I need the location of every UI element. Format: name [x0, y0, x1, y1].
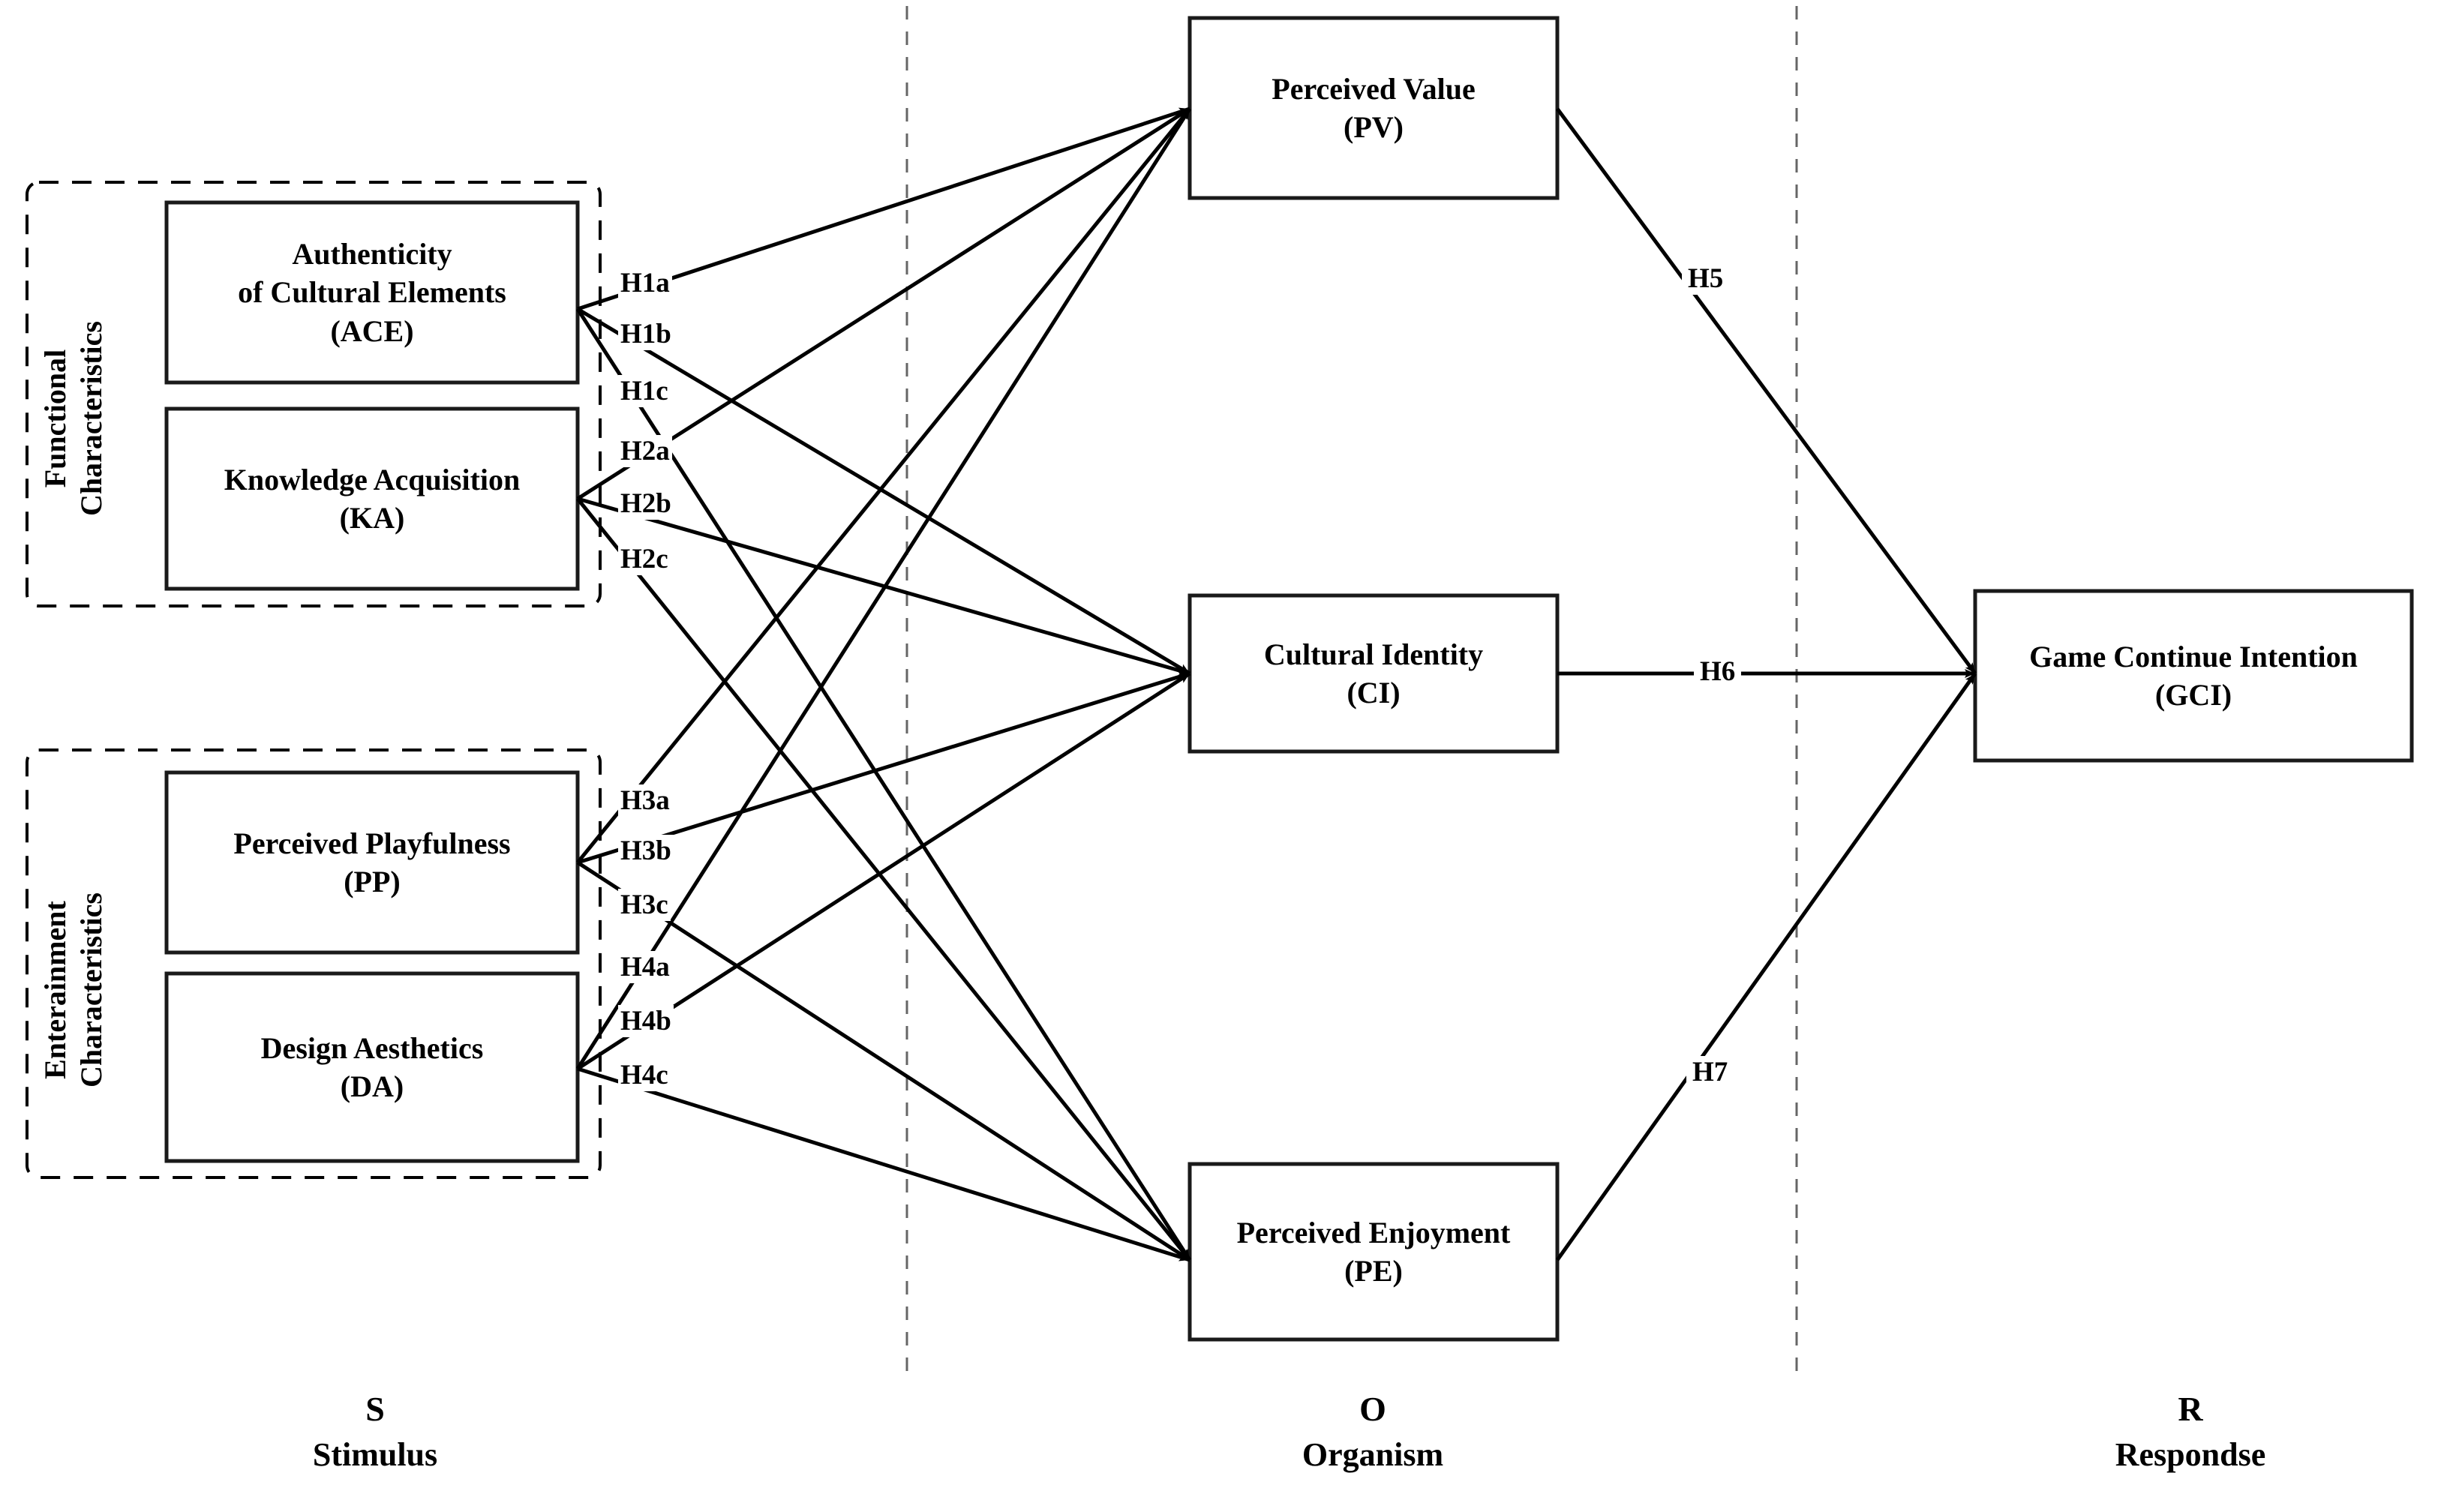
- node-label-PE-line1: Perceived Enjoyment: [1236, 1215, 1511, 1250]
- node-label-KA[interactable]: Knowledge Acquisition (KA): [167, 409, 578, 589]
- column-word-stimulus: Stimulus: [312, 1436, 438, 1474]
- node-label-PV[interactable]: Perceived Value (PV): [1190, 18, 1557, 198]
- link-H4a-DA-PV: [575, 107, 1192, 1070]
- column-caption-response: R Respondse: [2025, 1386, 2355, 1477]
- node-label-ACE-line3: (ACE): [330, 314, 414, 348]
- node-label-KA-line1: Knowledge Acquisition: [224, 462, 521, 496]
- group-label-functional: Functional Characteristics: [38, 298, 110, 538]
- link-H3b-PP-CI: [577, 671, 1190, 865]
- node-label-GCI-line1: Game Continue Intention: [2029, 639, 2358, 674]
- group-label-functional-line2: Characteristics: [74, 321, 108, 516]
- column-word-organism: Organism: [1302, 1436, 1444, 1474]
- hypothesis-label-H2a: H2a: [618, 435, 672, 467]
- link-H1c-ACE-PE: [575, 308, 1192, 1262]
- group-frame-functional: [26, 181, 602, 608]
- node-label-PV-line1: Perceived Value: [1272, 71, 1476, 106]
- node-label-DA-line2: (DA): [340, 1070, 404, 1103]
- group-label-entertainment-line2: Characteristics: [74, 892, 108, 1088]
- hypothesis-label-H1c: H1c: [618, 375, 671, 407]
- node-label-PE-line2: (PE): [1344, 1254, 1403, 1288]
- hypothesis-label-H5: H5: [1682, 262, 1730, 295]
- node-label-KA-line2: (KA): [339, 501, 405, 535]
- group-label-entertainment: Enterainment Characteristics: [38, 862, 110, 1118]
- node-box-DA: [164, 971, 580, 1163]
- link-H1b-ACE-CI: [576, 307, 1191, 676]
- hypothesis-label-H6: H6: [1694, 656, 1742, 688]
- node-label-PP-line2: (PP): [344, 865, 401, 898]
- hypothesis-label-H2b: H2b: [618, 488, 674, 520]
- node-box-KA: [164, 406, 580, 591]
- hypothesis-label-H7: H7: [1686, 1056, 1734, 1088]
- node-box-ACE: [164, 200, 580, 385]
- node-label-PP[interactable]: Perceived Playfulness (PP): [167, 772, 578, 952]
- node-label-GCI-line2: (GCI): [2154, 678, 2232, 712]
- node-label-ACE[interactable]: Authenticity of Cultural Elements (ACE): [167, 202, 578, 382]
- link-H2a-KA-PV: [576, 106, 1191, 501]
- hypothesis-label-H2c: H2c: [618, 543, 671, 575]
- column-caption-organism: O Organism: [1200, 1386, 1545, 1477]
- node-label-ACE-line2: of Cultural Elements: [238, 275, 506, 310]
- hypothesis-label-H3a: H3a: [618, 784, 672, 817]
- column-letter-O: O: [1359, 1390, 1386, 1428]
- link-H3c-PP-PE: [576, 860, 1191, 1262]
- group-frame-entertainment: [26, 748, 602, 1179]
- node-box-GCI: [1973, 589, 2414, 763]
- group-label-functional-line1: Functional: [38, 349, 72, 488]
- node-box-CI: [1187, 593, 1560, 754]
- link-H7-PE-GCI: [1555, 672, 1977, 1262]
- link-H4b-DA-CI: [576, 671, 1191, 1071]
- node-label-CI-line2: (CI): [1347, 676, 1401, 710]
- node-label-CI[interactable]: Cultural Identity (CI): [1190, 596, 1557, 752]
- column-word-response: Respondse: [2115, 1436, 2266, 1474]
- link-H3a-PP-PV: [576, 107, 1191, 864]
- link-H4c-DA-PE: [577, 1066, 1190, 1262]
- node-label-PE[interactable]: Perceived Enjoyment (PE): [1190, 1164, 1557, 1340]
- node-label-PV-line2: (PV): [1344, 110, 1404, 144]
- column-letter-R: R: [2178, 1390, 2203, 1428]
- link-H5-PV-GCI: [1555, 107, 1977, 675]
- hypothesis-label-H3c: H3c: [618, 889, 671, 921]
- node-label-DA[interactable]: Design Aesthetics (DA): [167, 974, 578, 1161]
- node-box-PP: [164, 770, 580, 955]
- node-label-CI-line1: Cultural Identity: [1263, 637, 1484, 671]
- node-label-ACE-line1: Authenticity: [292, 237, 452, 272]
- hypothesis-label-H4b: H4b: [618, 1005, 674, 1037]
- node-label-DA-line1: Design Aesthetics: [260, 1030, 484, 1065]
- group-label-entertainment-line1: Enterainment: [38, 901, 72, 1079]
- hypothesis-label-H1a: H1a: [618, 267, 672, 299]
- hypothesis-label-H1b: H1b: [618, 318, 674, 350]
- column-caption-stimulus: S Stimulus: [225, 1386, 525, 1477]
- node-box-PE: [1187, 1162, 1560, 1342]
- link-H2c-KA-PE: [576, 497, 1191, 1262]
- node-label-PP-line1: Perceived Playfulness: [233, 826, 511, 860]
- hypothesis-label-H4a: H4a: [618, 951, 672, 983]
- hypothesis-label-H3b: H3b: [618, 835, 674, 867]
- hypothesis-label-H4c: H4c: [618, 1059, 671, 1091]
- column-letter-S: S: [365, 1390, 385, 1428]
- node-box-PV: [1187, 16, 1560, 200]
- node-label-GCI[interactable]: Game Continue Intention (GCI): [1975, 591, 2412, 760]
- link-H1a-ACE-PV: [577, 106, 1190, 311]
